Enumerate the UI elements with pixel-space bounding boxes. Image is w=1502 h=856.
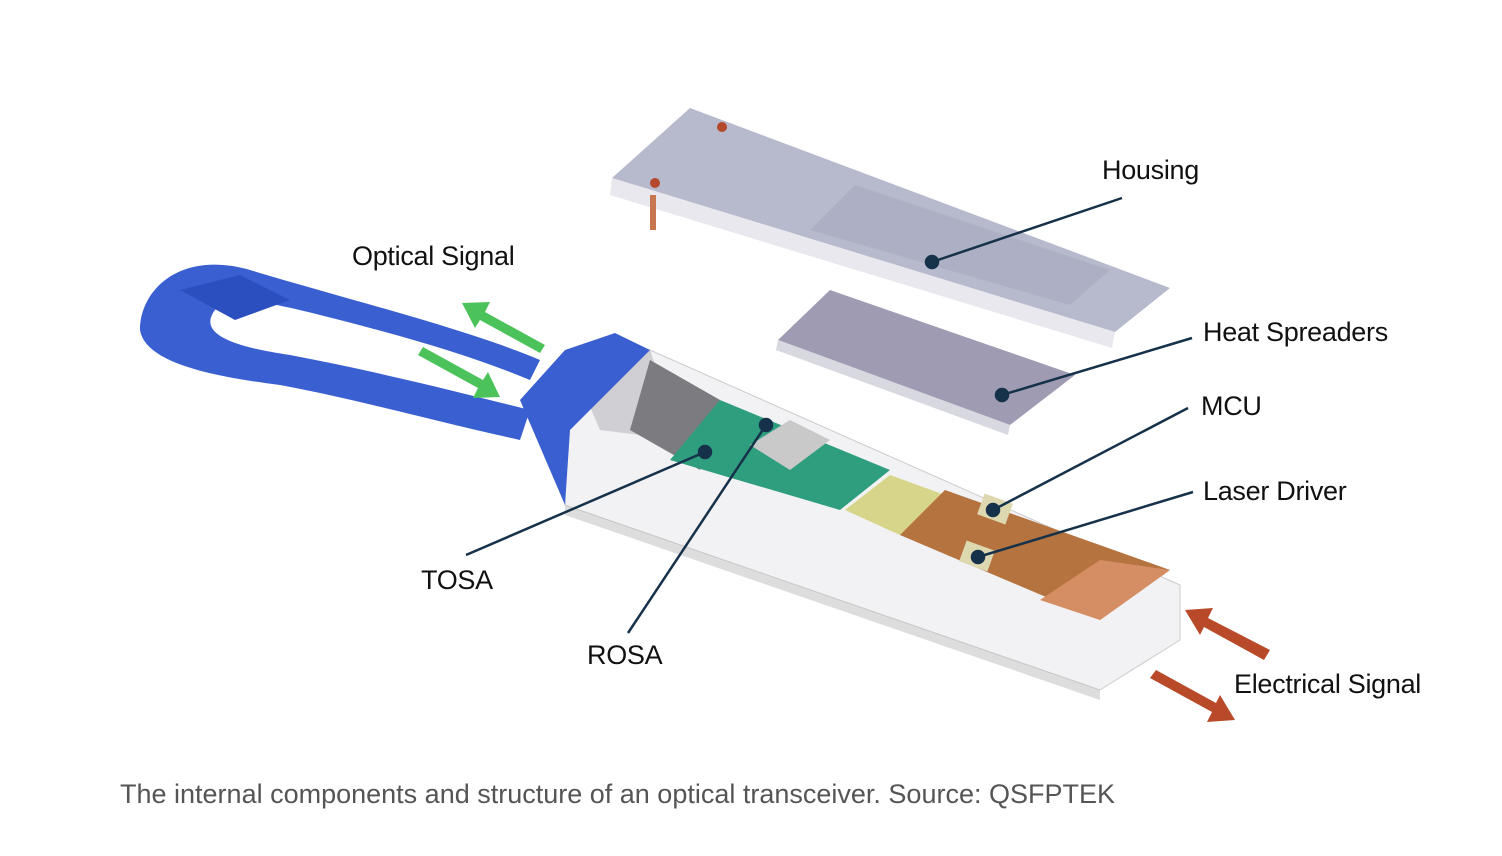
housing-part [610,108,1170,348]
figure-caption: The internal components and structure of… [120,779,1115,809]
label-heat-spreaders: Heat Spreaders [1203,317,1388,347]
label-electrical-signal: Electrical Signal [1234,669,1421,699]
electrical-signal-arrows [1150,608,1270,722]
label-optical-signal: Optical Signal [352,241,515,271]
pull-tab-latch [140,264,650,505]
label-rosa: ROSA [587,640,663,670]
optical-signal-arrows [418,302,545,398]
label-housing: Housing [1102,155,1199,185]
module-body [564,349,1181,700]
leader-lines [465,196,1194,634]
label-tosa: TOSA [421,565,493,595]
label-laser-driver: Laser Driver [1203,476,1347,506]
label-mcu: MCU [1201,391,1262,421]
